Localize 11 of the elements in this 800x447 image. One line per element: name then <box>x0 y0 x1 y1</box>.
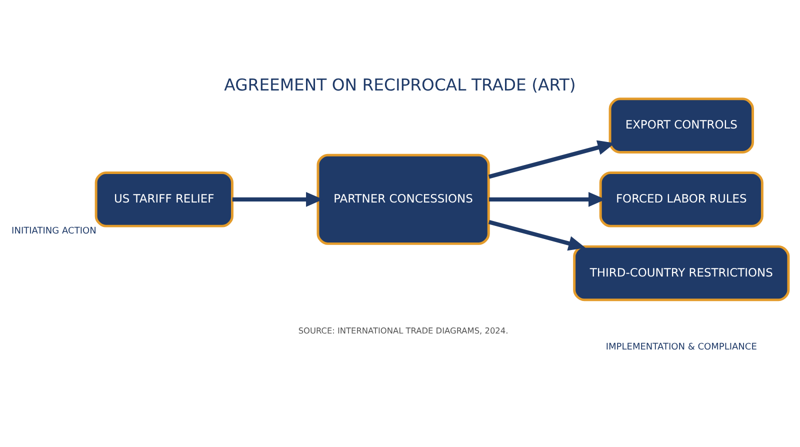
node-box: PARTNER CONCESSIONS <box>316 153 490 244</box>
caption: SOURCE: INTERNATIONAL TRADE DIAGRAMS, 2024. <box>298 325 508 336</box>
arrow <box>488 220 586 250</box>
diagram-title: AGREEMENT ON RECIPROCAL TRADE (ART) <box>224 75 576 94</box>
label: IMPLEMENTATION & COMPLIANCE <box>606 342 757 352</box>
node-label: INITIATING ACTION <box>12 226 96 236</box>
node-box: US TARIFF RELIEF <box>94 171 234 227</box>
arrow <box>488 140 615 178</box>
node-box: FORCED LABOR RULES <box>599 171 764 227</box>
node-box: THIRD-COUNTRY RESTRICTIONS <box>573 244 790 301</box>
node-box: EXPORT CONTROLS <box>608 97 754 153</box>
